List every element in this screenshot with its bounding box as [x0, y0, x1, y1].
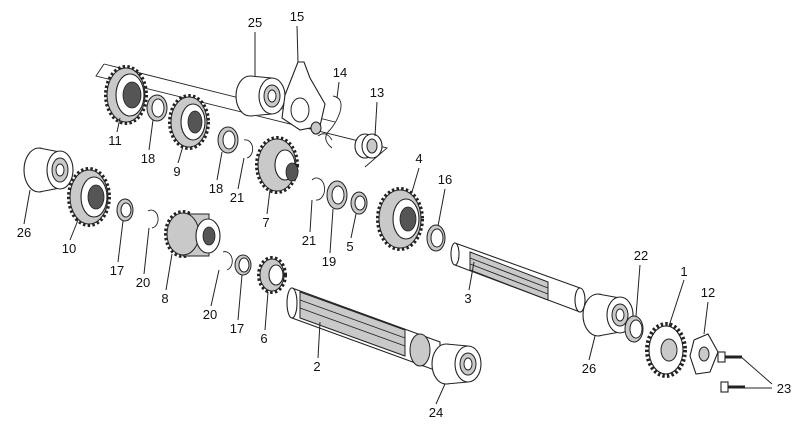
plate-12: [689, 333, 719, 375]
label-15: 15: [290, 9, 304, 24]
sprocket-1: [645, 322, 687, 378]
label-5: 5: [346, 239, 353, 254]
clip-21-lower: [311, 177, 326, 201]
label-25: 25: [248, 15, 262, 30]
label-1: 1: [680, 264, 687, 279]
gear-11: [104, 65, 148, 125]
label-14: 14: [333, 65, 347, 80]
label-18-mid: 18: [209, 181, 223, 196]
label-19: 19: [322, 254, 336, 269]
label-7: 7: [262, 215, 269, 230]
label-20-right: 20: [203, 307, 217, 322]
shift-fork-15: [281, 61, 326, 135]
label-13: 13: [370, 85, 384, 100]
label-9: 9: [173, 164, 180, 179]
gear-7: [255, 136, 299, 194]
bolt-23-lower: [720, 381, 745, 393]
label-12: 12: [701, 285, 715, 300]
clip-20-left: [147, 209, 159, 229]
label-3: 3: [464, 291, 471, 306]
bearing-26-left: [23, 147, 74, 193]
label-18-upper: 18: [141, 151, 155, 166]
spring-14: [317, 95, 342, 149]
label-6: 6: [260, 331, 267, 346]
bearing-13: [354, 133, 383, 159]
ring-17-right: [234, 254, 252, 276]
seal-22: [624, 315, 644, 343]
label-16: 16: [438, 172, 452, 187]
gear-4: [376, 187, 424, 251]
part-labels: 25 15 14 13 11 18 9 18 21 7 4 16 21 19 5…: [17, 9, 791, 420]
label-20-left: 20: [136, 275, 150, 290]
shaft-3: [450, 242, 586, 313]
label-8: 8: [161, 291, 168, 306]
label-21-upper: 21: [230, 190, 244, 205]
label-17-right: 17: [230, 321, 244, 336]
label-21-lower: 21: [302, 233, 316, 248]
gear-8: [164, 210, 221, 258]
label-4: 4: [415, 151, 422, 166]
shaft-2: [286, 287, 441, 373]
clip-20-right: [222, 251, 233, 271]
bearing-25: [235, 75, 286, 117]
leader-lines: [23, 25, 773, 405]
ring-5: [350, 191, 368, 215]
label-2: 2: [313, 359, 320, 374]
label-10: 10: [62, 241, 76, 256]
label-11: 11: [108, 133, 122, 148]
label-22: 22: [634, 248, 648, 263]
ring-18-mid: [217, 126, 239, 154]
gear-10: [67, 167, 111, 227]
label-26-right: 26: [582, 361, 596, 376]
gear-9: [168, 94, 210, 150]
gear-6: [257, 256, 287, 294]
bolt-23-upper: [717, 351, 742, 363]
label-17-left: 17: [110, 263, 124, 278]
label-24: 24: [429, 405, 443, 420]
bearing-24: [431, 343, 482, 385]
ring-18-upper: [146, 94, 168, 122]
ring-16: [426, 224, 446, 252]
ring-17-left: [116, 198, 134, 222]
label-26-left: 26: [17, 225, 31, 240]
clip-21-upper: [243, 139, 254, 159]
label-23: 23: [777, 381, 791, 396]
ring-19: [326, 180, 348, 210]
